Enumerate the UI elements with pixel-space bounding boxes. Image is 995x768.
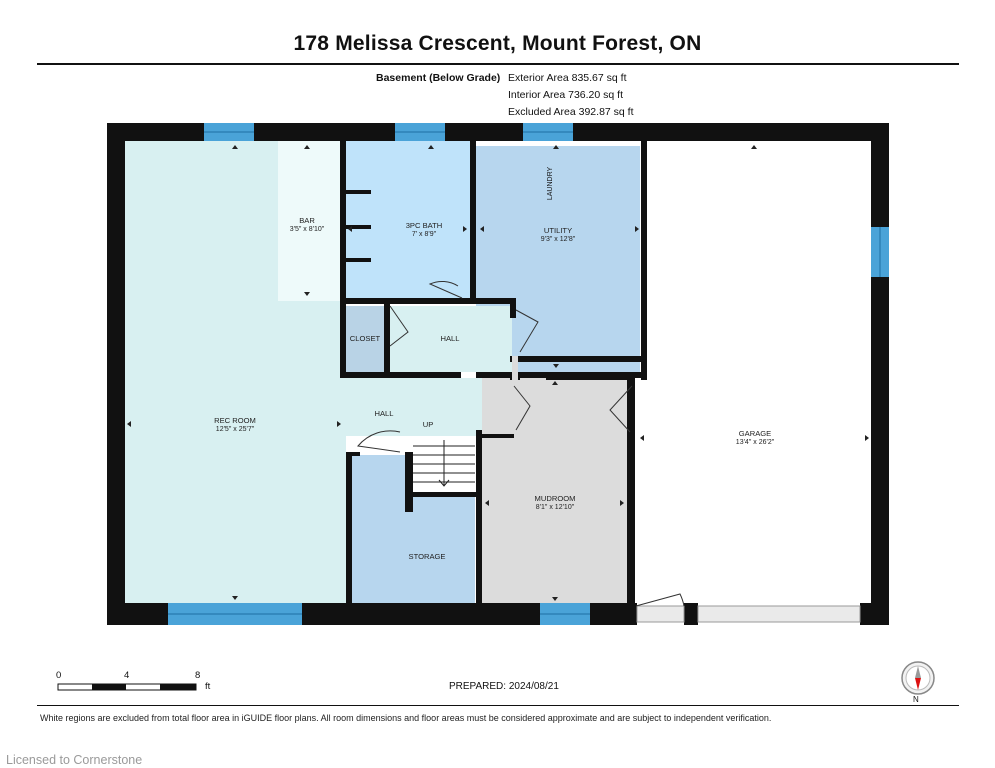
bath-label: 3PC BATH 7' x 8'9": [406, 221, 443, 239]
garage-floor: [640, 141, 872, 606]
upper-hall-label: HALL: [440, 334, 460, 343]
mudroom-floor: [482, 378, 628, 604]
utility-label: UTILITY 9'3" x 12'8": [541, 226, 576, 244]
window-lines: [168, 131, 881, 615]
prepared-date: PREPARED: 2024/08/21: [449, 681, 559, 692]
footer-note: White regions are excluded from total fl…: [40, 713, 772, 723]
dimension-arrows: [127, 145, 869, 601]
closet-label: CLOSET: [349, 334, 381, 343]
excluded-area: Excluded Area 392.87 sq ft: [508, 106, 634, 118]
mudroom-name: MUDROOM: [534, 494, 576, 503]
rec-room-label: REC ROOM 12'5" x 25'7": [214, 416, 256, 434]
plan-title: 178 Melissa Crescent, Mount Forest, ON: [293, 32, 702, 55]
scale-tick-0: 0: [56, 670, 62, 681]
compass-north-label: N: [913, 695, 919, 704]
utility-hall-wall: [476, 372, 646, 378]
garage-label: GARAGE 13'4" x 26'2": [736, 429, 774, 447]
rec-room-dims: 12'5" x 25'7": [215, 426, 255, 433]
stair-up-label: UP: [422, 420, 434, 429]
bath-name: 3PC BATH: [405, 221, 443, 230]
area-summary: Exterior Area 835.67 sq ft Interior Area…: [508, 70, 634, 121]
door-gap: [512, 356, 518, 380]
utility-name: UTILITY: [543, 226, 573, 235]
storage-label: STORAGE: [408, 552, 446, 561]
garage-door: [697, 605, 861, 623]
lower-hall-label: HALL: [374, 409, 394, 418]
stairs: [413, 440, 475, 487]
bath-dims: 7' x 8'9": [411, 231, 437, 238]
door-swings: [357, 280, 685, 607]
scale-tick-4: 4: [124, 670, 130, 681]
garage-name: GARAGE: [738, 429, 772, 438]
level-name: Basement (Below Grade): [376, 72, 501, 84]
utility-dims: 9'3" x 12'8": [540, 236, 576, 243]
bath-floor: [346, 141, 470, 299]
bar-name: BAR: [299, 216, 315, 225]
bar-floor: [278, 141, 340, 301]
mudroom-label: MUDROOM 8'1" x 12'10": [535, 494, 576, 512]
compass-icon: [901, 661, 935, 695]
scale-tick-8: 8: [195, 670, 201, 681]
mudroom-dims: 8'1" x 12'10": [535, 504, 575, 511]
garage-side-door: [636, 605, 685, 623]
license-watermark: Licensed to Cornerstone: [6, 753, 143, 767]
interior-area: Interior Area 736.20 sq ft: [508, 89, 623, 101]
garage-dims: 13'4" x 26'2": [735, 439, 775, 446]
closet-floor: [346, 306, 384, 372]
upper-hall-floor: [390, 306, 512, 372]
title-rule: [37, 63, 959, 65]
rec-room-name: REC ROOM: [214, 416, 256, 425]
exterior-area: Exterior Area 835.67 sq ft: [508, 72, 627, 84]
scale-unit: ft: [205, 681, 211, 692]
bar-dims: 3'5" x 8'10": [289, 226, 325, 233]
laundry-label: LAUNDRY: [547, 166, 555, 201]
bar-label: BAR 3'5" x 8'10": [290, 216, 325, 234]
footer-rule: [37, 705, 959, 706]
